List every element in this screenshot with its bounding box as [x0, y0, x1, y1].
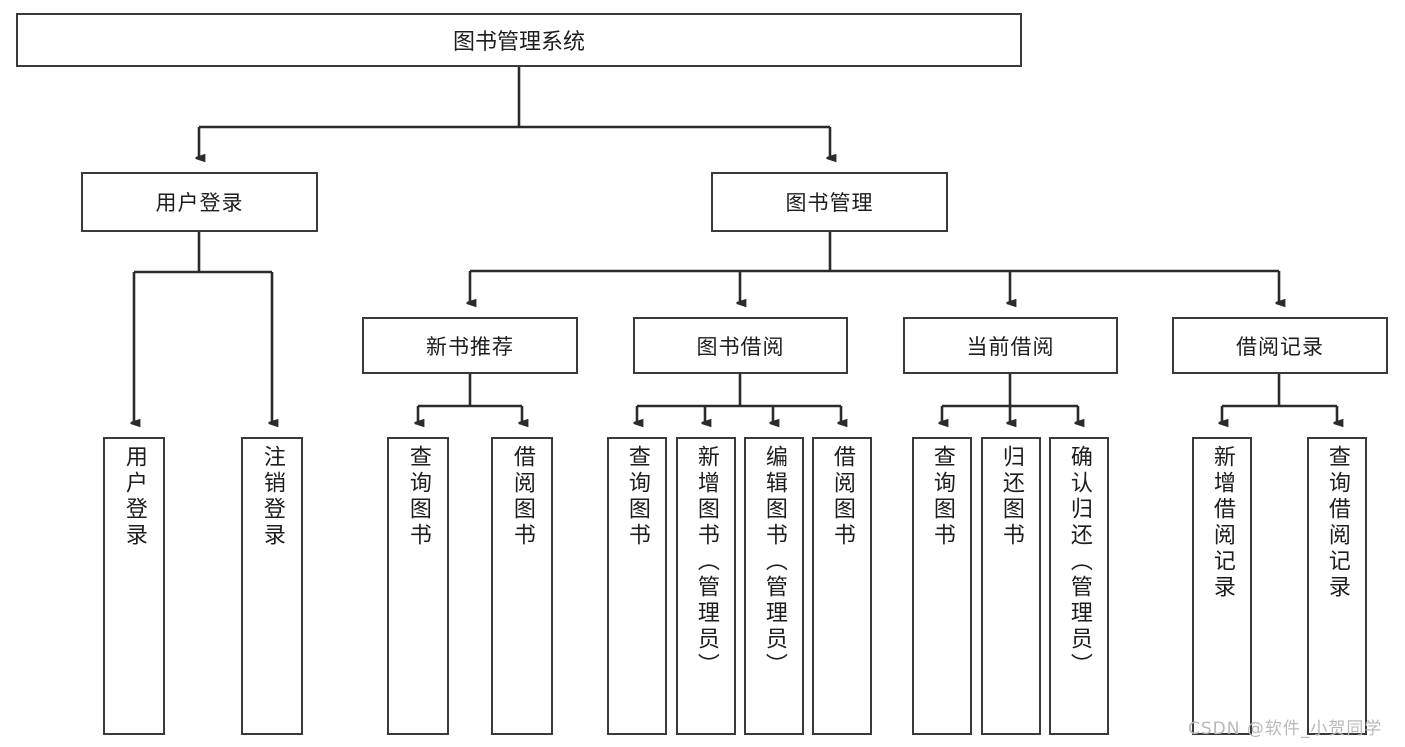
leaf-query-book-borrow[interactable]: 查询图书: [607, 437, 667, 735]
node-label: 图书借阅: [696, 334, 785, 359]
node-root-book-management-system[interactable]: 图书管理系统: [16, 13, 1022, 67]
leaf-query-borrow-record[interactable]: 查询借阅记录: [1307, 437, 1367, 735]
node-book-borrow[interactable]: 图书借阅: [633, 317, 848, 374]
node-current-borrow[interactable]: 当前借阅: [903, 317, 1118, 374]
leaf-label: 查询图书: [405, 445, 431, 549]
leaf-label: 新增借阅记录: [1209, 445, 1235, 601]
leaf-add-book-admin[interactable]: 新增图书（管理员）: [676, 437, 736, 735]
node-borrow-record[interactable]: 借阅记录: [1172, 317, 1388, 374]
leaf-label: 确认归还（管理员）: [1066, 445, 1092, 679]
leaf-label: 用户登录: [121, 445, 147, 549]
leaf-borrow-book[interactable]: 借阅图书: [812, 437, 872, 735]
leaf-label: 查询图书: [929, 445, 955, 549]
node-label: 用户登录: [155, 191, 244, 215]
leaf-user-login[interactable]: 用户登录: [103, 437, 165, 735]
node-label: 图书管理系统: [452, 30, 585, 55]
leaf-label: 借阅图书: [829, 445, 855, 549]
csdn-watermark: CSDN @软件_小贺同学: [1188, 719, 1383, 739]
node-label: 借阅记录: [1236, 334, 1324, 359]
leaf-query-book-current[interactable]: 查询图书: [912, 437, 972, 735]
leaf-add-borrow-record[interactable]: 新增借阅记录: [1192, 437, 1252, 735]
leaf-confirm-return-admin[interactable]: 确认归还（管理员）: [1049, 437, 1109, 735]
leaf-label: 归还图书: [998, 445, 1024, 549]
leaf-label: 查询图书: [624, 445, 650, 549]
leaf-logout[interactable]: 注销登录: [241, 437, 303, 735]
leaf-query-book-recommend[interactable]: 查询图书: [387, 437, 449, 735]
leaf-label: 查询借阅记录: [1324, 445, 1350, 601]
node-new-book-recommend[interactable]: 新书推荐: [362, 317, 578, 374]
node-book-management[interactable]: 图书管理: [711, 172, 948, 232]
leaf-edit-book-admin[interactable]: 编辑图书（管理员）: [744, 437, 804, 735]
leaf-return-book[interactable]: 归还图书: [981, 437, 1041, 735]
node-user-login[interactable]: 用户登录: [81, 172, 318, 232]
leaf-label: 编辑图书（管理员）: [761, 445, 787, 679]
leaf-label: 借阅图书: [509, 445, 535, 549]
node-label: 新书推荐: [426, 334, 514, 359]
leaf-label: 注销登录: [259, 445, 285, 549]
leaf-borrow-book-recommend[interactable]: 借阅图书: [491, 437, 553, 735]
leaf-label: 新增图书（管理员）: [693, 445, 719, 679]
node-label: 当前借阅: [966, 334, 1055, 359]
node-label: 图书管理: [785, 191, 874, 215]
